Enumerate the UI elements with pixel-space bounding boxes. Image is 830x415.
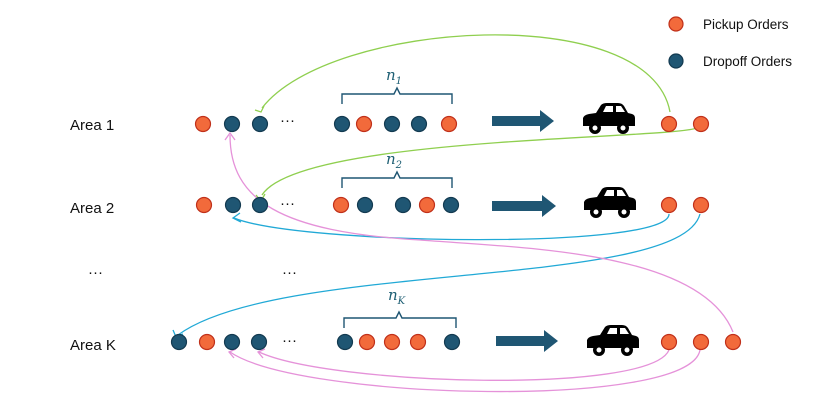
- dropoff-order-dot-row2-left-3: [251, 196, 269, 214]
- order-dots: [170, 115, 742, 351]
- pickup-order-dot-row2-right-2: [692, 196, 710, 214]
- curve-areak-loop-1-arrowhead: [256, 348, 266, 359]
- pickup-order-dot-row3-mid-3: [383, 333, 401, 351]
- dropoff-order-dot-row1-mid-3: [383, 115, 401, 133]
- dropoff-order-dot-row1-left-3: [251, 115, 269, 133]
- dropoff-order-dot-row3-left-4: [250, 333, 268, 351]
- dropoff-order-dot-row2-mid-5: [442, 196, 460, 214]
- n-label-row2: n2: [386, 150, 402, 171]
- pickup-order-dot-row2-mid-4: [418, 196, 436, 214]
- curve-area2-loop-arrowhead: [231, 212, 242, 223]
- pickup-order-dot-row3-mid-2: [358, 333, 376, 351]
- gap-row-ellipsis: ···: [282, 264, 297, 281]
- pickup-order-dot-row2-right-1: [660, 196, 678, 214]
- dropoff-order-dot-row2-mid-3: [394, 196, 412, 214]
- pickup-order-dot-row1-left-1: [194, 115, 212, 133]
- curve-area1-to-area2: [261, 126, 701, 196]
- pickup-order-dot-row3-right-1: [660, 333, 678, 351]
- dropoff-order-dot-row1-left-2: [223, 115, 241, 133]
- legend-dropoff-label: Dropoff Orders: [703, 54, 792, 69]
- legend-pickup-dot: [668, 16, 684, 32]
- pickup-order-dot-row3-right-3: [724, 333, 742, 351]
- dropoff-order-dot-row3-mid-5: [443, 333, 461, 351]
- pickup-order-dot-row1-mid-2: [355, 115, 373, 133]
- right-arrow-icon-row1: [492, 110, 554, 132]
- pickup-order-dot-row2-left-1: [195, 196, 213, 214]
- dropoff-order-dot-row1-mid-1: [333, 115, 351, 133]
- rowk-ellipsis: ···: [282, 332, 297, 349]
- curve-areak-to-area1: [229, 134, 734, 333]
- n-label-rowk: nK: [388, 286, 406, 307]
- right-arrow-icon-rowk: [496, 330, 558, 352]
- pickup-order-dot-row1-mid-5: [440, 115, 458, 133]
- pickup-order-dot-row1-right-1: [660, 115, 678, 133]
- car-icon-row2: [584, 187, 636, 218]
- right-arrow-icon-row2: [492, 195, 556, 217]
- pickup-order-dot-row2-mid-1: [332, 196, 350, 214]
- brace-icon-row2: [341, 170, 453, 188]
- curve-areak-loop-2-arrowhead: [227, 348, 237, 359]
- brace-icon-row1: [341, 86, 453, 104]
- curve-area2-loop: [233, 213, 670, 241]
- curve-area1-loop: [261, 34, 671, 113]
- dropoff-order-dot-row1-mid-4: [410, 115, 428, 133]
- dropoff-order-dot-row3-left-3: [223, 333, 241, 351]
- brace-icon-rowk: [343, 310, 457, 328]
- legend-pickup-label: Pickup Orders: [703, 17, 789, 32]
- area-label-ellipsis: ···: [88, 264, 103, 281]
- row2-ellipsis: ···: [280, 195, 295, 212]
- connector-curves: [172, 34, 734, 393]
- pickup-order-dot-row3-mid-4: [409, 333, 427, 351]
- area-label-k: Area K: [70, 337, 116, 354]
- pickup-order-dot-row3-left-2: [198, 333, 216, 351]
- area-label-1: Area 1: [70, 117, 114, 134]
- dropoff-order-dot-row2-mid-2: [356, 196, 374, 214]
- curve-area2-to-areak: [177, 213, 701, 336]
- pickup-order-dot-row3-right-2: [692, 333, 710, 351]
- legend-dropoff-dot: [668, 53, 684, 69]
- curve-area1-loop-arrowhead: [254, 105, 265, 113]
- dropoff-order-dot-row2-left-2: [224, 196, 242, 214]
- n-label-row1: n1: [386, 66, 402, 87]
- curve-areak-loop-1: [258, 349, 670, 381]
- row1-ellipsis: ···: [280, 112, 295, 129]
- curve-areak-loop-2: [229, 349, 701, 393]
- pickup-order-dot-row1-right-2: [692, 115, 710, 133]
- dropoff-order-dot-row3-left-1: [170, 333, 188, 351]
- dropoff-order-dot-row3-mid-1: [336, 333, 354, 351]
- legend: Pickup Orders Dropoff Orders: [668, 16, 792, 69]
- car-icon-row1: [583, 103, 635, 134]
- area-label-2: Area 2: [70, 200, 114, 217]
- curve-areak-to-area1-arrowhead: [224, 131, 236, 141]
- car-icon-rowk: [587, 325, 639, 356]
